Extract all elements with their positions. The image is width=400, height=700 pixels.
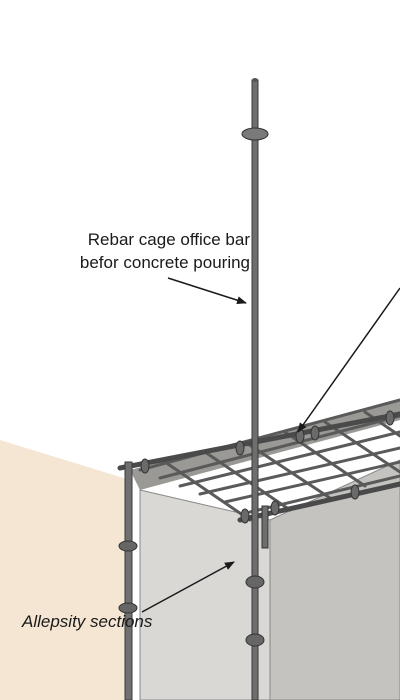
tall-rebar-bracket bbox=[261, 505, 269, 549]
ground-plane bbox=[0, 440, 130, 700]
left-post-clamp-2 bbox=[118, 602, 138, 614]
tall-rebar-clamp-2 bbox=[245, 633, 265, 647]
arrow-rebar bbox=[167, 277, 247, 305]
tall-rebar-cap bbox=[252, 78, 258, 82]
cage-top-beam bbox=[117, 411, 400, 471]
allepsity-annotation: Allepsity sections bbox=[22, 612, 153, 631]
tall-rebar bbox=[251, 79, 259, 700]
left-post-clamp-1 bbox=[118, 540, 138, 552]
tall-rebar-plate bbox=[241, 127, 269, 141]
rebar-annotation-line-2: befor concrete pouring bbox=[79, 253, 250, 272]
left-post bbox=[124, 461, 133, 700]
rebar-annotation-line-1: Rebar cage office bar bbox=[87, 230, 250, 249]
arrow-top-mesh bbox=[297, 287, 400, 433]
formwork-side-face bbox=[269, 459, 400, 700]
rebar-annotation: Rebar cage office bar befor concrete pou… bbox=[80, 228, 250, 274]
tall-rebar-clamp-1 bbox=[245, 575, 265, 589]
arrow-allepsity bbox=[141, 561, 235, 613]
formwork-front-face bbox=[139, 489, 271, 700]
